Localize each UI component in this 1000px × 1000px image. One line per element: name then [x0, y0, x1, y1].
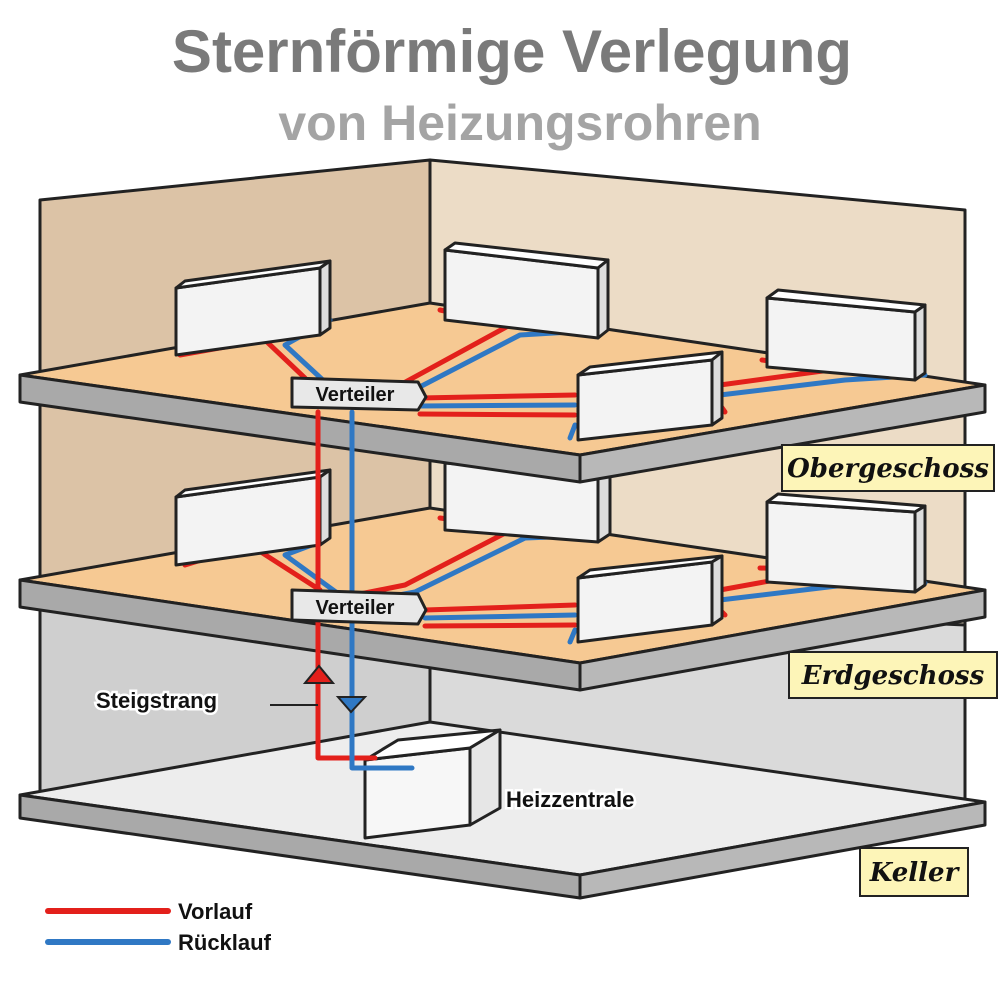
- floor-label-upper: Obergeschoss: [781, 444, 995, 492]
- radiator: [576, 554, 724, 644]
- radiator: [443, 241, 610, 340]
- heating-center-label: Heizzentrale: [506, 787, 634, 812]
- riser-label: Steigstrang: [96, 688, 217, 713]
- legend: Vorlauf Rücklauf: [45, 899, 272, 955]
- radiator: [174, 259, 332, 357]
- diagram-title: Sternförmige Verlegung: [172, 18, 852, 85]
- distributor-ground: Verteiler: [290, 588, 428, 626]
- svg-text:Erdgeschoss: Erdgeschoss: [801, 661, 985, 691]
- upper-floor-radiators: [174, 241, 927, 442]
- distributor-upper-label: Verteiler: [316, 384, 395, 406]
- radiator: [765, 288, 927, 382]
- radiator: [765, 492, 927, 594]
- ground-floor-radiators: [174, 461, 927, 644]
- legend-return-label: Rücklauf: [178, 930, 272, 955]
- floor-label-ground: Erdgeschoss: [788, 651, 998, 699]
- legend-supply-label: Vorlauf: [178, 899, 253, 924]
- distributor-upper: Verteiler: [290, 376, 428, 412]
- radiator: [576, 350, 724, 442]
- riser-pipes: [315, 409, 415, 771]
- svg-text:Keller: Keller: [869, 858, 961, 888]
- return-arrow-down-icon: [335, 696, 368, 714]
- basement-floor: [18, 720, 987, 900]
- radiator: [174, 468, 332, 567]
- diagram-subtitle: von Heizungsrohren: [278, 95, 761, 151]
- floor-label-basement: Keller: [859, 847, 969, 897]
- distributor-ground-label: Verteiler: [316, 597, 395, 619]
- svg-text:Obergeschoss: Obergeschoss: [787, 454, 989, 484]
- supply-arrow-up-icon: [302, 664, 336, 684]
